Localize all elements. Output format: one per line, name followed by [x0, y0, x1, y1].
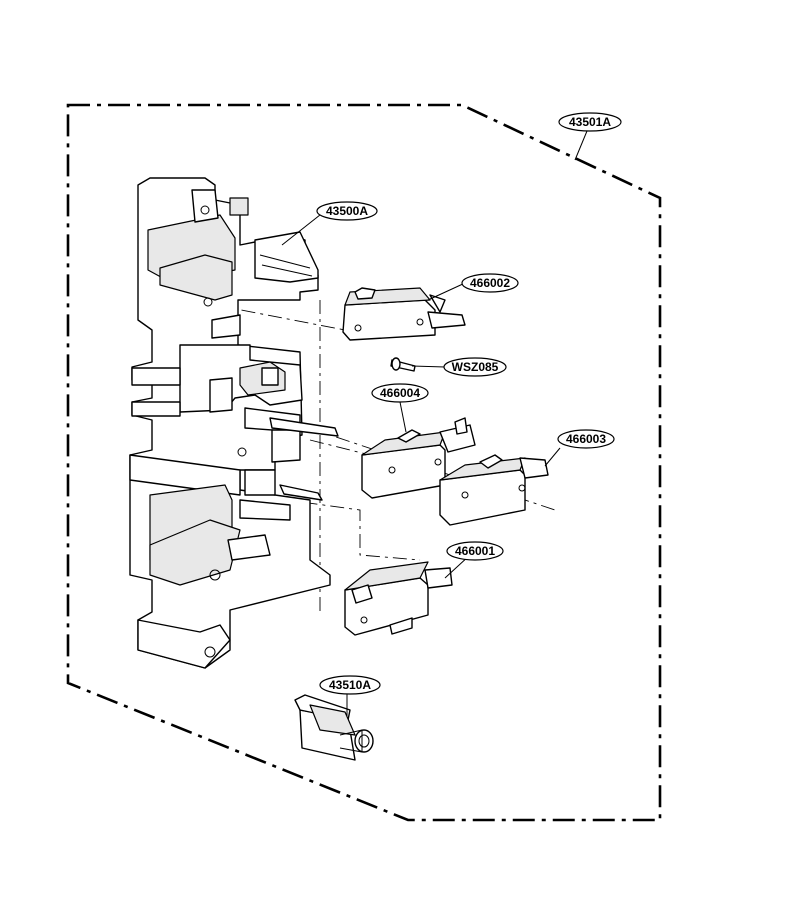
lever-part-43510a — [294, 694, 374, 761]
callout-43510a: 43510A — [319, 675, 381, 695]
label-43501a: 43501A — [569, 115, 611, 129]
label-466001: 466001 — [455, 544, 495, 558]
micro-switch-466004 — [361, 417, 476, 499]
assembly-boundary — [66, 103, 662, 822]
label-466004: 466004 — [380, 386, 420, 400]
callout-466001: 466001 — [446, 541, 504, 561]
micro-switch-466001 — [344, 561, 453, 636]
micro-switch-466003 — [439, 454, 549, 526]
callout-wsz085: WSZ085 — [443, 357, 507, 377]
label-43500a: 43500A — [326, 204, 368, 218]
screw-wsz085 — [390, 357, 416, 372]
label-43510a: 43510A — [329, 678, 371, 692]
leader-lines — [281, 130, 588, 716]
label-wsz085: WSZ085 — [452, 360, 499, 374]
callout-43501a: 43501A — [558, 112, 622, 132]
label-466003: 466003 — [566, 432, 606, 446]
callout-43500a: 43500A — [316, 201, 378, 221]
callout-466004: 466004 — [371, 383, 429, 403]
label-466002: 466002 — [470, 276, 510, 290]
latch-board-part — [129, 177, 339, 669]
callout-466003: 466003 — [557, 429, 615, 449]
callout-466002: 466002 — [461, 273, 519, 293]
micro-switch-466002 — [342, 287, 466, 341]
